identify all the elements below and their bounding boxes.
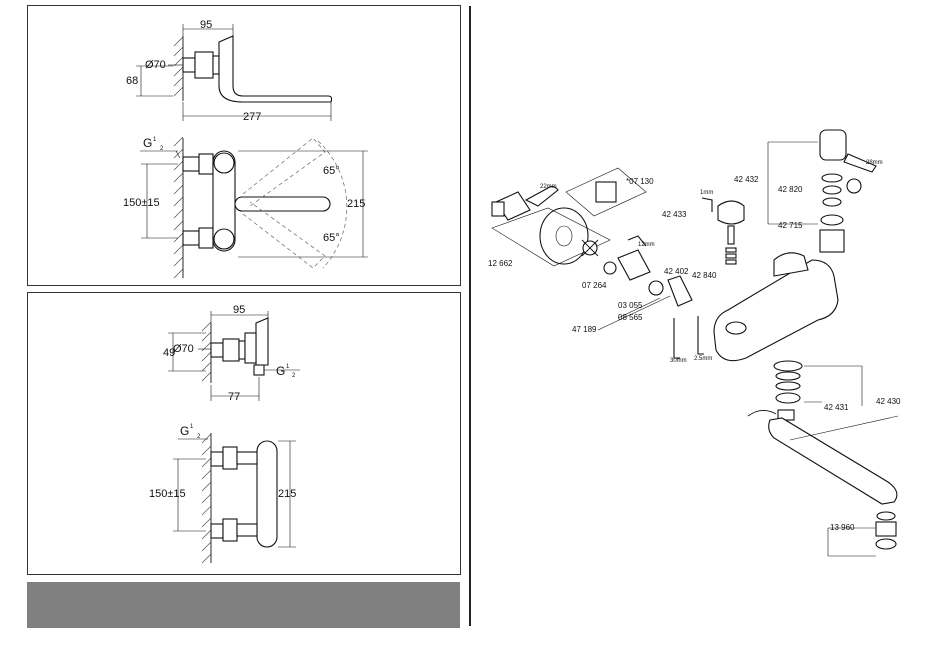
o-ring <box>649 281 663 295</box>
part-07264: 07 264 <box>582 281 607 290</box>
top-dim-dia70: Ø70 <box>145 59 166 71</box>
mid-thread-num: 1 <box>286 364 290 370</box>
exploded-parts-view: 22mm 12 662 *07 130 12mm 07 264 03 055 0… <box>478 120 918 565</box>
mid-dim-95: 95 <box>233 304 245 316</box>
mid-dim-150: 150±15 <box>149 488 186 500</box>
part-07130: *07 130 <box>626 177 654 186</box>
mid-dim-215: 215 <box>278 488 296 500</box>
part-47189: 47 189 <box>572 325 597 334</box>
compression-nut <box>668 276 692 306</box>
mid-dim-dia70: Ø70 <box>173 343 194 355</box>
aerator <box>876 522 896 536</box>
part-12662: 12 662 <box>488 259 513 268</box>
middle-dimension-panel: 95 Ø70 49 G 1 2 77 G 1 2 150±15 215 <box>27 292 461 575</box>
tool-1mm: 1mm <box>700 190 713 196</box>
part-13960: 13 960 <box>830 523 855 532</box>
spout-arm <box>769 418 897 504</box>
mid-thread-den: 2 <box>292 373 296 379</box>
middle-dimension-drawing: 95 Ø70 49 G 1 2 77 G 1 2 150±15 215 <box>28 293 460 574</box>
vertical-divider <box>469 6 471 626</box>
mid-thread-g: G <box>276 364 285 378</box>
tool-2-5mm: 2.5mm <box>694 356 712 362</box>
part-42432: 42 432 <box>734 175 759 184</box>
part-42715: 42 715 <box>778 221 803 230</box>
top-thread-g: G <box>143 136 152 150</box>
mid-thread2-g: G <box>180 424 189 438</box>
mid-dim-49: 49 <box>163 347 175 359</box>
mid-thread2-num: 1 <box>190 424 194 430</box>
top-dim-215: 215 <box>347 198 365 210</box>
tool-30mm: 30mm <box>670 358 687 364</box>
thermostat-cartridge <box>820 130 846 160</box>
circlip <box>748 410 776 416</box>
allen-key-1mm <box>702 198 712 212</box>
part-42430: 42 430 <box>876 397 901 406</box>
part-42402: 42 402 <box>664 267 689 276</box>
eccentric-connector <box>492 192 530 220</box>
part-42840: 42 840 <box>692 271 717 280</box>
top-dimension-drawing: 95 Ø70 68 277 G 1 2 65° 65° 150±15 215 <box>28 6 460 285</box>
mid-dim-77: 77 <box>228 391 240 403</box>
part-42820: 42 820 <box>778 185 803 194</box>
nipple-part <box>596 182 616 202</box>
top-dimension-panel: 95 Ø70 68 277 G 1 2 65° 65° 150±15 215 <box>27 5 461 286</box>
tool-22mm: 22mm <box>540 184 557 190</box>
tool-12mm: 12mm <box>638 242 655 248</box>
part-03055: 03 055 <box>618 301 643 310</box>
union-nut <box>618 250 650 280</box>
top-dim-277: 277 <box>243 111 261 123</box>
top-angle-upper: 65° <box>323 165 340 177</box>
top-dim-150: 150±15 <box>123 197 160 209</box>
top-dim-95: 95 <box>200 19 212 31</box>
allen-key-2-5mm <box>698 316 704 354</box>
top-angle-lower: 65° <box>323 232 340 244</box>
allen-key-30mm <box>674 318 680 358</box>
top-thread-num: 1 <box>153 137 157 143</box>
part-42431: 42 431 <box>824 403 849 412</box>
tool-28mm: 28mm <box>866 160 883 166</box>
grey-footer-band <box>27 582 460 628</box>
handle-knob <box>718 201 744 224</box>
top-dim-68: 68 <box>126 75 138 87</box>
flow-cartridge <box>820 230 844 252</box>
part-42433: 42 433 <box>662 210 687 219</box>
